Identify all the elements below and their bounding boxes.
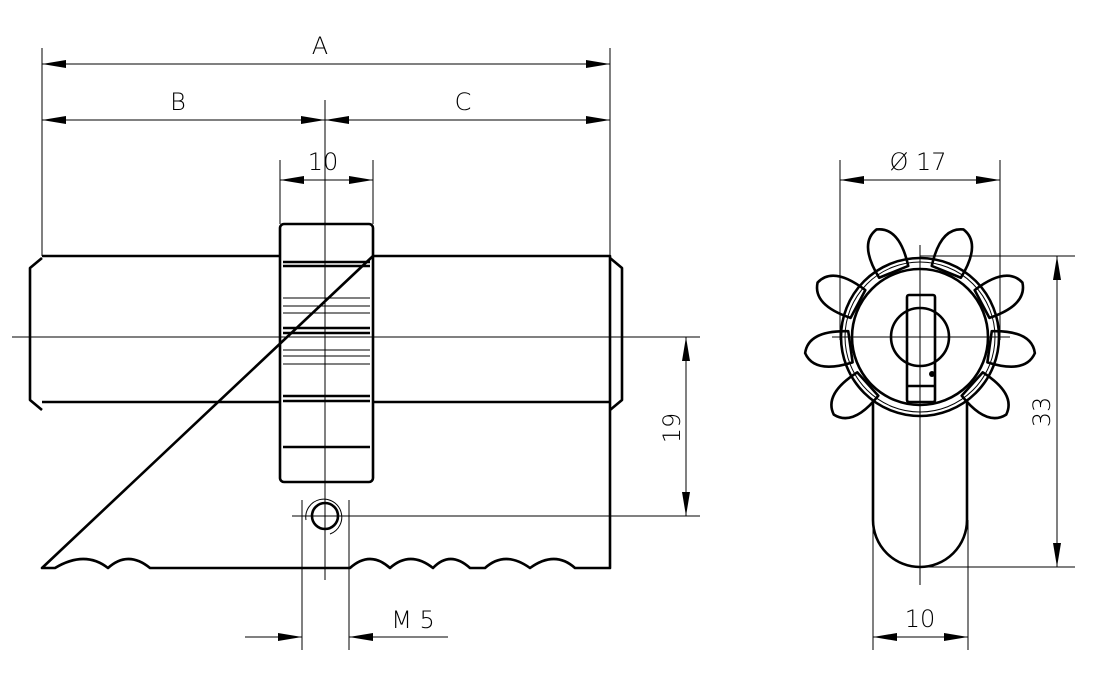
label-19: 19 [658,413,686,444]
knurl-petal [973,274,1025,320]
knurl-petal [986,329,1037,368]
knurl-petal [960,371,1010,420]
centerlines [12,100,700,580]
knurl-petal [815,274,867,320]
left-end-cap [28,257,43,411]
side-view: Ø 17 33 10 [803,148,1075,650]
knurl-petal [803,329,854,368]
knurl-petal [930,228,974,280]
knurled-ring [803,228,1037,420]
label-b: B [170,88,186,116]
key-slot [905,293,937,404]
label-cam-width: 10 [308,148,339,176]
right-end-cap [609,257,624,411]
label-c: C [455,88,472,116]
label-m5: M 5 [391,606,435,634]
label-33: 33 [1028,397,1056,428]
label-a: A [312,32,328,60]
label-diameter: Ø 17 [889,148,946,176]
side-extension-lines [839,160,1075,650]
cylinder-body-outline [40,254,612,570]
screw-thread-arc [305,498,343,535]
knurl-petal [866,228,910,280]
front-view: A B C 10 19 M 5 [12,32,700,650]
cam [278,222,375,484]
side-centerlines [832,245,1010,585]
extension-lines [41,48,611,650]
knurl-petal [830,371,880,420]
label-profile-width: 10 [905,605,936,633]
